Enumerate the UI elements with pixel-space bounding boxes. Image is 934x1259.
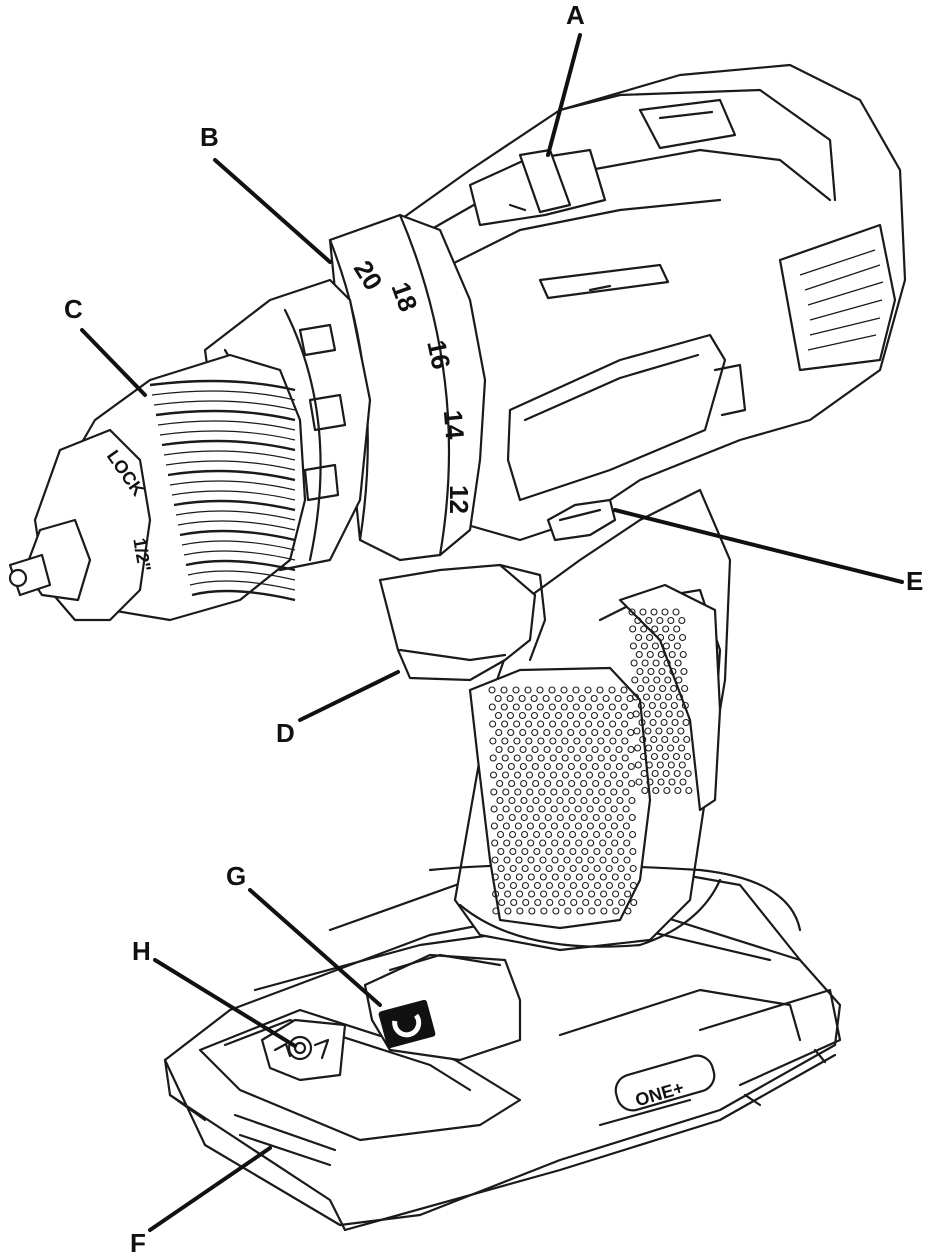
grip-texture: [488, 686, 638, 915]
leader-D: [298, 670, 400, 722]
leader-G: [248, 888, 382, 1007]
leader-E: [613, 508, 904, 584]
battery-base: [163, 858, 842, 1232]
clutch-scale-12: 12: [444, 485, 474, 514]
leader-B: [213, 158, 332, 264]
trigger: [378, 563, 547, 682]
chuck-ribs: [149, 379, 296, 602]
leader-A: [546, 33, 582, 157]
clutch-scale-16: 16: [421, 337, 456, 372]
leader-F: [148, 1146, 272, 1232]
clutch-scale-14: 14: [438, 409, 470, 441]
callout-c: C: [64, 294, 83, 324]
callout-a: A: [566, 0, 585, 30]
direction-selector: [468, 148, 607, 227]
callout-d: D: [276, 718, 295, 748]
leader-lines: [80, 33, 904, 1232]
callout-b: B: [200, 122, 219, 152]
leader-H: [153, 958, 297, 1048]
keyless-chuck: LOCK 1/2": [8, 353, 307, 622]
led-light: [260, 1018, 347, 1082]
callout-labels: A B C D E F G H: [64, 0, 923, 1258]
callout-g: G: [226, 861, 246, 891]
callout-e: E: [906, 566, 923, 596]
handle: [428, 488, 802, 952]
callout-h: H: [132, 936, 151, 966]
leader-C: [80, 328, 147, 397]
forward-reverse-selector: [546, 498, 617, 542]
side-grip-texture: [628, 608, 693, 795]
callout-f: F: [130, 1228, 146, 1258]
magnetic-tray: [363, 953, 522, 1062]
